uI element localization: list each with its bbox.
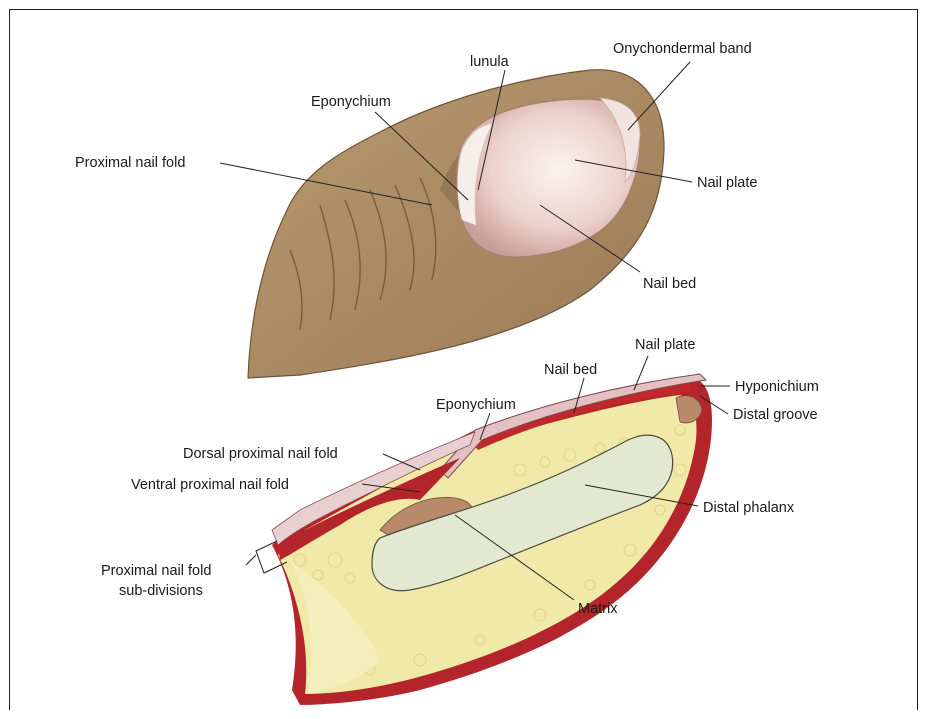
label-dorsal-proximal-nail-fold: Dorsal proximal nail fold [183,446,338,462]
label-matrix: Matrix [578,601,618,617]
label-distal-groove: Distal groove [733,407,818,423]
label-proximal-nail-fold-sub-2: sub-divisions [119,583,203,599]
label-eponychium-lower: Eponychium [436,397,516,413]
label-eponychium-upper: Eponychium [311,94,391,110]
label-lunula: lunula [470,54,510,70]
label-nail-bed-upper: Nail bed [643,276,696,292]
label-proximal-nail-fold-sub-1: Proximal nail fold [101,563,211,579]
label-proximal-nail-fold: Proximal nail fold [75,155,185,171]
finger-illustration [248,70,664,378]
label-nail-plate-upper: Nail plate [697,175,757,191]
label-distal-phalanx: Distal phalanx [703,500,795,516]
label-onychodermal-band: Onychondermal band [613,41,752,57]
label-ventral-proximal-nail-fold: Ventral proximal nail fold [131,477,289,493]
label-nail-plate-lower: Nail plate [635,337,695,353]
cross-section-illustration [272,374,712,705]
label-nail-bed-lower: Nail bed [544,362,597,378]
label-hyponichium: Hyponichium [735,379,819,395]
